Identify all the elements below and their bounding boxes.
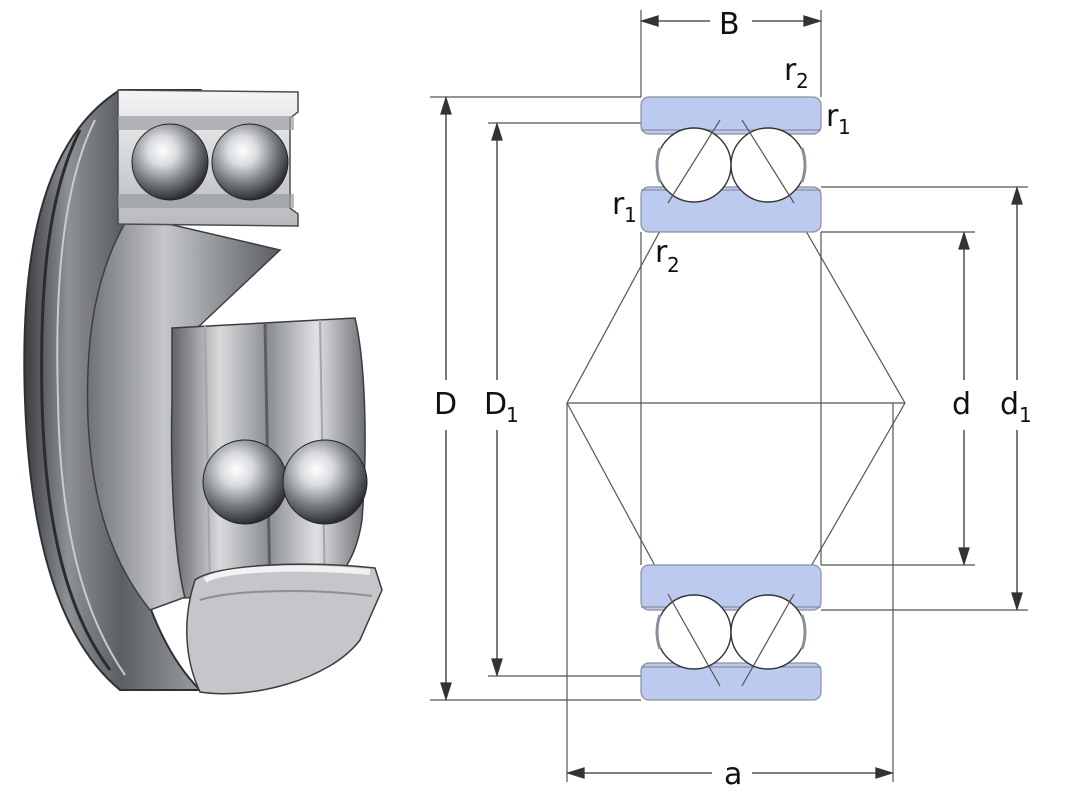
label-a: a [724,757,742,792]
upper-section [640,96,822,233]
label-r1-top: r [826,99,839,134]
label-d: d [952,387,971,422]
label-d1-sub: 1 [1019,403,1032,427]
ball-top-right [211,123,289,201]
label-B: B [719,7,740,42]
lower-section [640,564,822,701]
bottom-section [186,563,383,695]
label-r2-left-sub: 2 [667,253,680,277]
label-r2-top: r [784,53,797,88]
label-D1: D [484,387,507,422]
ball-top-left [131,123,209,201]
bearing-render [23,89,383,695]
label-r2-top-sub: 2 [796,69,809,93]
label-r1-left-sub: 1 [624,203,637,227]
label-r1-top-sub: 1 [838,115,851,139]
ball-bottom-right [282,439,368,525]
label-r1-left: r [612,187,625,222]
label-D1-sub: 1 [506,403,519,427]
label-r2-left: r [655,235,668,270]
label-d1: d [1000,387,1019,422]
ball-bottom-left [202,439,288,525]
label-D: D [434,387,457,422]
